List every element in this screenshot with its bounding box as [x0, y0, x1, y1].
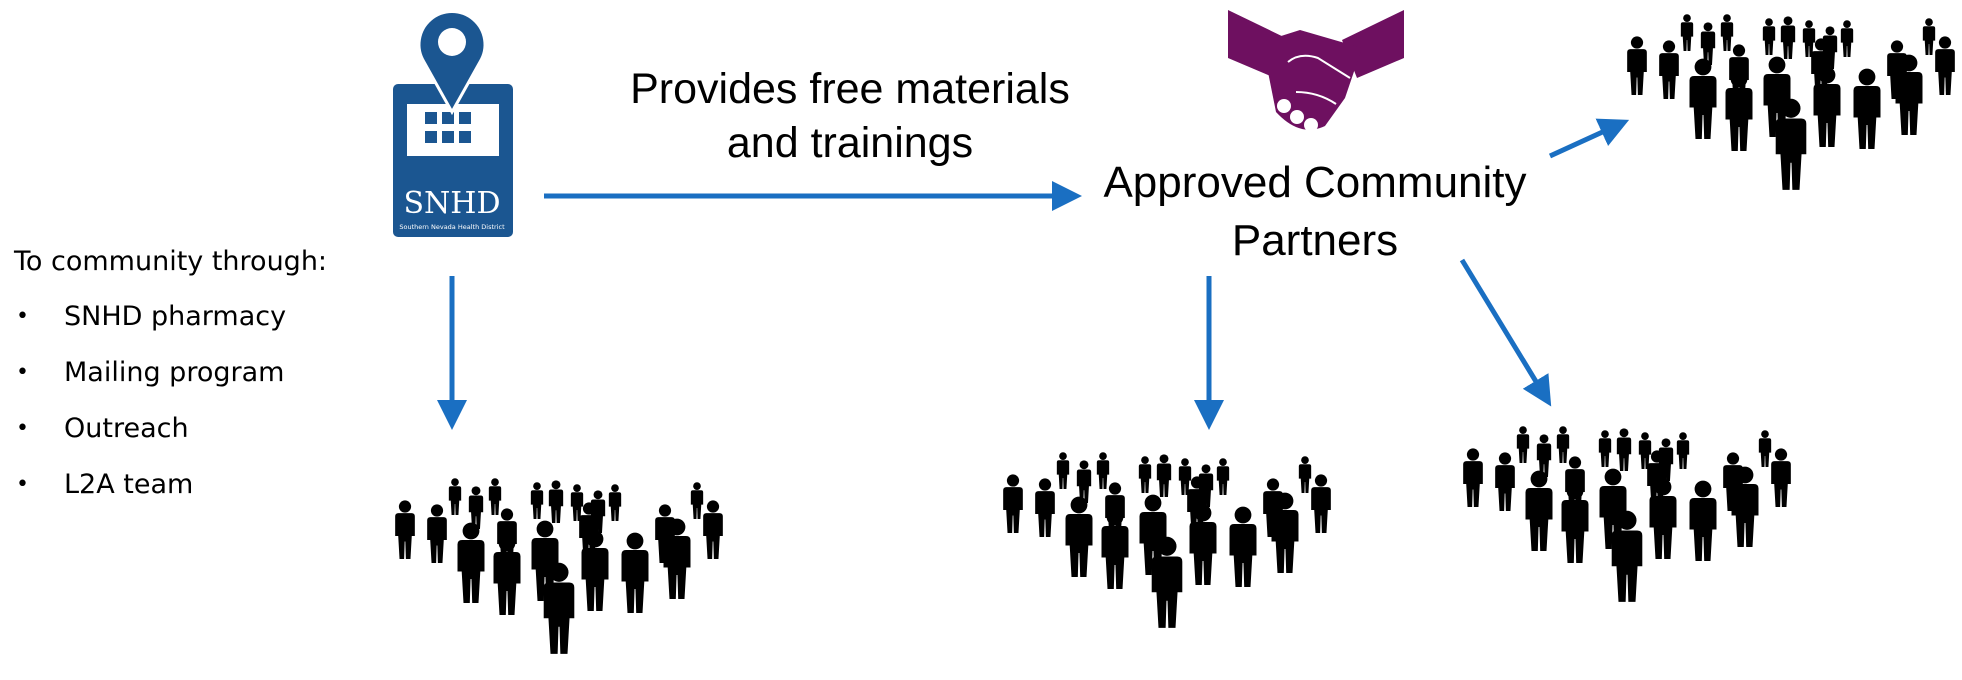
materials-label-line: Provides free materials: [630, 65, 1070, 113]
logo-window: [425, 131, 437, 143]
channel-label: Outreach: [64, 413, 189, 444]
list-item: • Outreach: [14, 409, 327, 465]
logo-window: [425, 112, 437, 124]
logo-subtitle: Southern Nevada Health District: [399, 223, 505, 231]
channels-list: • SNHD pharmacy • Mailing program • Outreac…: [14, 297, 327, 521]
materials-label-line: and trainings: [726, 119, 974, 167]
list-item: • Mailing program: [14, 353, 327, 409]
channel-label: Mailing program: [64, 357, 285, 388]
logo-window: [442, 112, 454, 124]
community-crowd-icon: [395, 478, 723, 654]
arrow-partners-to-community-top: [1548, 118, 1630, 159]
partners-label-line: Approved Community: [1103, 158, 1527, 207]
partners-label-line: Partners: [1231, 216, 1399, 265]
channel-label: SNHD pharmacy: [64, 301, 287, 332]
bullet-icon: •: [16, 416, 29, 441]
partners-label: Approved Community Partners: [1070, 154, 1560, 270]
community-crowd-icon: [1463, 426, 1791, 602]
bullet-icon: •: [16, 472, 29, 497]
handshake-icon: [1228, 10, 1404, 132]
channels-title: To community through:: [14, 246, 328, 277]
logo-wordmark: SNHD: [403, 186, 500, 221]
distribution-channels: To community through: • SNHD pharmacy • Ma…: [14, 242, 327, 521]
list-item: • SNHD pharmacy: [14, 297, 327, 353]
logo-window: [459, 112, 471, 124]
bullet-icon: •: [16, 360, 29, 385]
logo-window: [442, 131, 454, 143]
materials-label: Provides free materials and trainings: [560, 62, 1140, 170]
location-pin-icon: [417, 10, 487, 116]
snhd-logo: SNHD Southern Nevada Health District: [393, 10, 513, 237]
channel-label: L2A team: [64, 469, 194, 500]
community-crowd-icon: [1003, 452, 1331, 628]
community-crowd-icon: [1627, 14, 1955, 190]
list-item: • L2A team: [14, 465, 327, 521]
arrow-partners-to-community-right: [1459, 258, 1552, 407]
logo-window: [459, 131, 471, 143]
bullet-icon: •: [16, 304, 29, 329]
